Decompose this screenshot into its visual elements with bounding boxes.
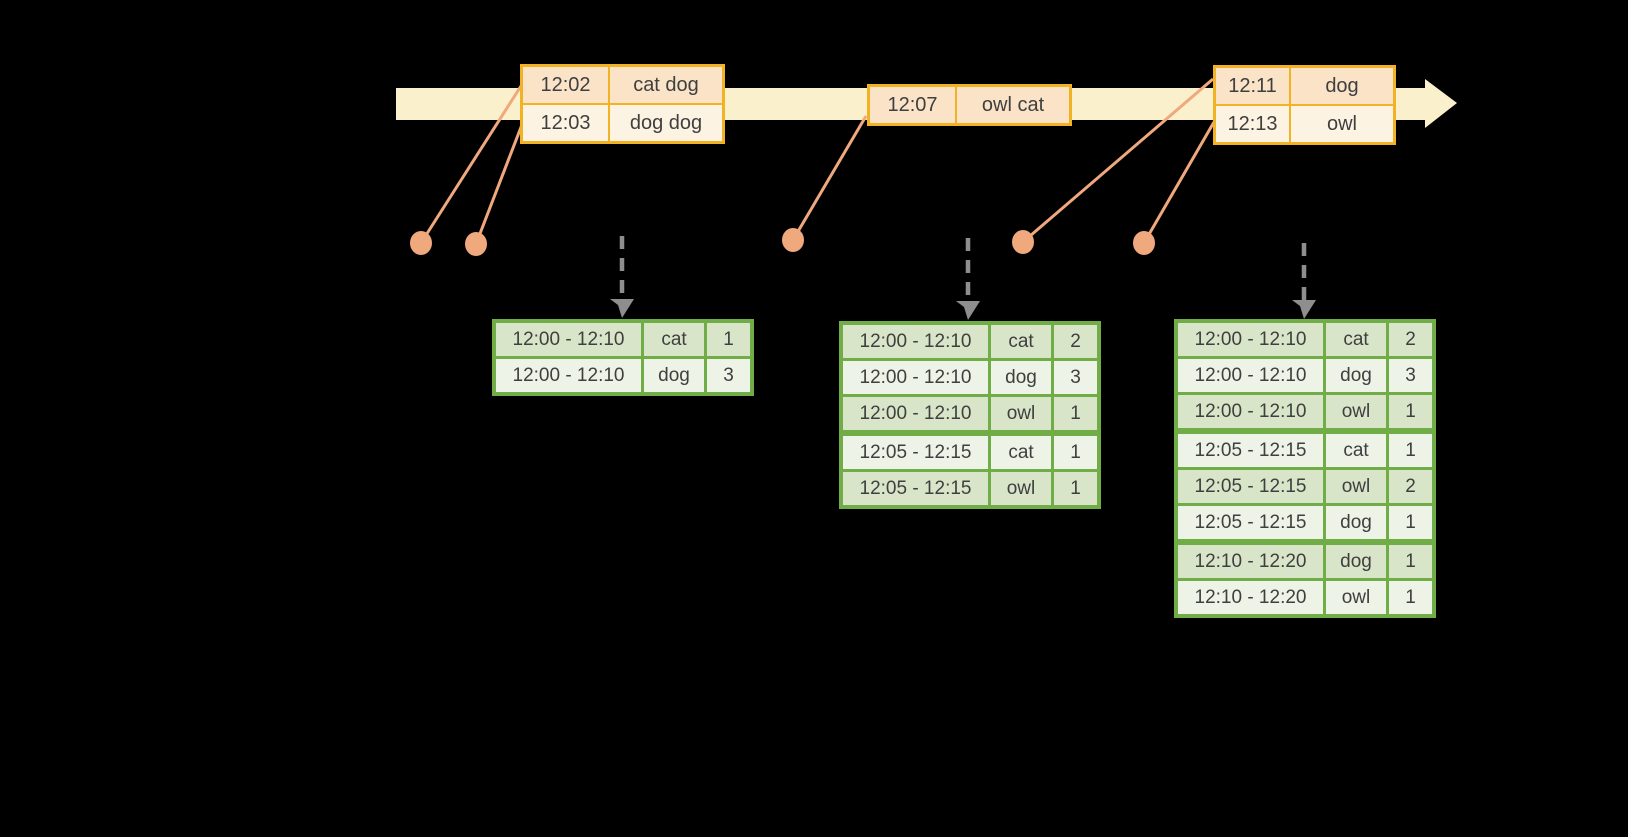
event-table-1: 12:02 cat dog 12:03 dog dog bbox=[520, 64, 725, 144]
window-cell: 12:05 - 12:15 bbox=[1178, 434, 1323, 467]
event-dots bbox=[410, 228, 1155, 256]
result-row: 12:00 - 12:10 cat 2 bbox=[1178, 323, 1432, 356]
event-row: 12:07 owl cat bbox=[870, 87, 1069, 123]
event-time-cell: 12:13 bbox=[1216, 106, 1289, 142]
event-connector-line bbox=[419, 85, 523, 244]
window-cell: 12:05 - 12:15 bbox=[1178, 506, 1323, 539]
result-row: 12:00 - 12:10 dog 3 bbox=[1178, 359, 1432, 392]
count-cell: 2 bbox=[1054, 325, 1097, 358]
event-row: 12:03 dog dog bbox=[523, 105, 722, 141]
word-cell: cat bbox=[1326, 323, 1386, 356]
event-words-cell: cat dog bbox=[610, 67, 722, 103]
result-table-2: 12:00 - 12:10 cat 2 12:00 - 12:10 dog 3 … bbox=[839, 321, 1101, 509]
count-cell: 1 bbox=[1054, 472, 1097, 505]
word-cell: cat bbox=[991, 436, 1051, 469]
window-cell: 12:00 - 12:10 bbox=[843, 397, 988, 430]
result-row: 12:05 - 12:15 cat 1 bbox=[1178, 434, 1432, 467]
count-cell: 1 bbox=[1389, 506, 1432, 539]
event-time-cell: 12:11 bbox=[1216, 68, 1289, 104]
window-cell: 12:10 - 12:20 bbox=[1178, 545, 1323, 578]
word-cell: dog bbox=[1326, 506, 1386, 539]
result-row: 12:00 - 12:10 cat 2 bbox=[843, 325, 1097, 358]
trigger-arrowhead-icon bbox=[1292, 300, 1316, 319]
window-cell: 12:00 - 12:10 bbox=[843, 361, 988, 394]
window-cell: 12:05 - 12:15 bbox=[843, 436, 988, 469]
result-table-3: 12:00 - 12:10 cat 2 12:00 - 12:10 dog 3 … bbox=[1174, 319, 1436, 618]
window-cell: 12:10 - 12:20 bbox=[1178, 581, 1323, 614]
count-cell: 1 bbox=[1389, 545, 1432, 578]
event-dot bbox=[782, 228, 804, 252]
result-row: 12:00 - 12:10 cat 1 bbox=[496, 323, 750, 356]
event-time-cell: 12:07 bbox=[870, 87, 955, 123]
word-cell: owl bbox=[1326, 470, 1386, 503]
trigger-arrowhead-icon bbox=[956, 301, 980, 320]
window-cell: 12:05 - 12:15 bbox=[1178, 470, 1323, 503]
count-cell: 1 bbox=[1389, 434, 1432, 467]
timeline-arrowhead-icon bbox=[1425, 79, 1457, 128]
event-table-3: 12:11 dog 12:13 owl bbox=[1213, 65, 1396, 145]
event-connector-lines bbox=[419, 77, 1216, 245]
word-cell: owl bbox=[1326, 581, 1386, 614]
window-cell: 12:00 - 12:10 bbox=[1178, 323, 1323, 356]
word-cell: dog bbox=[644, 359, 704, 392]
event-dot bbox=[410, 231, 432, 255]
word-cell: cat bbox=[644, 323, 704, 356]
count-cell: 2 bbox=[1389, 323, 1432, 356]
count-cell: 1 bbox=[1054, 397, 1097, 430]
count-cell: 1 bbox=[1389, 395, 1432, 428]
result-table-1: 12:00 - 12:10 cat 1 12:00 - 12:10 dog 3 bbox=[492, 319, 754, 396]
event-connector-line bbox=[474, 121, 525, 245]
event-words-cell: owl bbox=[1291, 106, 1393, 142]
event-words-cell: dog bbox=[1291, 68, 1393, 104]
count-cell: 1 bbox=[1389, 581, 1432, 614]
count-cell: 1 bbox=[707, 323, 750, 356]
event-time-cell: 12:02 bbox=[523, 67, 608, 103]
word-cell: owl bbox=[991, 472, 1051, 505]
trigger-arrowheads bbox=[610, 299, 1316, 320]
word-cell: dog bbox=[1326, 359, 1386, 392]
event-dot bbox=[1012, 230, 1034, 254]
word-cell: owl bbox=[991, 397, 1051, 430]
window-cell: 12:00 - 12:10 bbox=[496, 323, 641, 356]
trigger-arrow-lines bbox=[619, 236, 1307, 303]
event-row: 12:11 dog bbox=[1216, 68, 1393, 104]
count-cell: 3 bbox=[1054, 361, 1097, 394]
event-connector-line bbox=[1142, 121, 1216, 244]
event-row: 12:13 owl bbox=[1216, 106, 1393, 142]
result-row: 12:05 - 12:15 owl 1 bbox=[843, 472, 1097, 505]
event-connector-line bbox=[791, 115, 868, 241]
window-cell: 12:00 - 12:10 bbox=[843, 325, 988, 358]
count-cell: 3 bbox=[1389, 359, 1432, 392]
result-row: 12:00 - 12:10 owl 1 bbox=[1178, 395, 1432, 428]
result-row: 12:10 - 12:20 owl 1 bbox=[1178, 581, 1432, 614]
event-row: 12:02 cat dog bbox=[523, 67, 722, 103]
word-cell: cat bbox=[991, 325, 1051, 358]
event-table-2: 12:07 owl cat bbox=[867, 84, 1072, 126]
count-cell: 1 bbox=[1054, 436, 1097, 469]
event-dot bbox=[465, 232, 487, 256]
word-cell: owl bbox=[1326, 395, 1386, 428]
event-words-cell: owl cat bbox=[957, 87, 1069, 123]
result-row: 12:00 - 12:10 dog 3 bbox=[843, 361, 1097, 394]
event-words-cell: dog dog bbox=[610, 105, 722, 141]
event-dot bbox=[1133, 231, 1155, 255]
result-row: 12:05 - 12:15 owl 2 bbox=[1178, 470, 1432, 503]
event-connector-line bbox=[1022, 77, 1214, 244]
result-row: 12:00 - 12:10 owl 1 bbox=[843, 397, 1097, 430]
word-cell: dog bbox=[991, 361, 1051, 394]
window-cell: 12:00 - 12:10 bbox=[1178, 395, 1323, 428]
result-row: 12:00 - 12:10 dog 3 bbox=[496, 359, 750, 392]
count-cell: 2 bbox=[1389, 470, 1432, 503]
event-time-cell: 12:03 bbox=[523, 105, 608, 141]
result-row: 12:05 - 12:15 dog 1 bbox=[1178, 506, 1432, 539]
result-row: 12:05 - 12:15 cat 1 bbox=[843, 436, 1097, 469]
word-cell: dog bbox=[1326, 545, 1386, 578]
trigger-arrowhead-icon bbox=[610, 299, 634, 318]
result-row: 12:10 - 12:20 dog 1 bbox=[1178, 545, 1432, 578]
window-cell: 12:00 - 12:10 bbox=[496, 359, 641, 392]
window-cell: 12:05 - 12:15 bbox=[843, 472, 988, 505]
count-cell: 3 bbox=[707, 359, 750, 392]
window-cell: 12:00 - 12:10 bbox=[1178, 359, 1323, 392]
word-cell: cat bbox=[1326, 434, 1386, 467]
